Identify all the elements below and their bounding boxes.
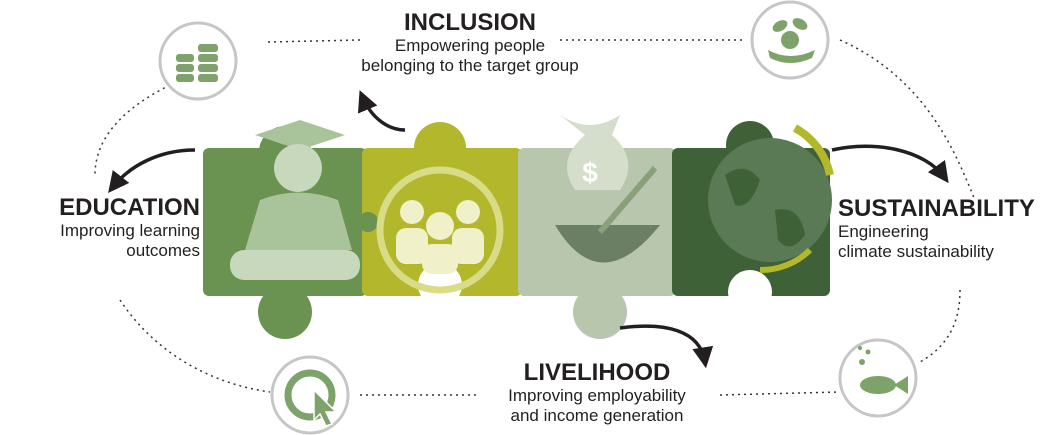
education-desc-line2: outcomes	[126, 241, 200, 261]
money-bag-bowl-icon: $	[555, 115, 660, 263]
education-desc-line1: Improving learning	[60, 221, 200, 241]
inclusion-desc-line2: belonging to the target group	[361, 56, 579, 76]
svg-text:$: $	[582, 157, 598, 188]
livelihood-label: LIVELIHOOD Improving employability and i…	[462, 359, 732, 426]
sustainability-desc-line1: Engineering	[838, 222, 929, 242]
dotted-cycle-path	[94, 39, 976, 396]
people-group-icon	[376, 166, 504, 294]
arrows	[108, 90, 949, 369]
recycle-cursor-icon	[270, 355, 350, 435]
livelihood-desc-line2: and income generation	[510, 406, 684, 426]
education-label: EDUCATION Improving learning outcomes	[8, 194, 200, 261]
education-title: EDUCATION	[59, 194, 200, 221]
livelihood-desc-line1: Improving employability	[508, 386, 686, 406]
hand-plant-icon	[750, 0, 830, 80]
inclusion-desc-line1: Empowering people	[394, 36, 546, 56]
puzzle-piece-sustainability	[672, 121, 834, 314]
sustainability-desc-line2: climate sustainability	[838, 242, 994, 262]
fish-icon	[838, 338, 918, 418]
livelihood-title: LIVELIHOOD	[523, 359, 671, 386]
inclusion-label: INCLUSION Empowering people belonging to…	[320, 9, 620, 76]
sustainability-title: SUSTAINABILITY	[838, 195, 1035, 222]
puzzle-piece-education	[203, 120, 367, 339]
globe-icon	[708, 124, 834, 274]
inclusion-title: INCLUSION	[404, 9, 536, 36]
puzzle-piece-livelihood: $	[518, 115, 676, 339]
sustainability-label: SUSTAINABILITY Engineering climate susta…	[838, 195, 1058, 262]
graduate-icon	[230, 120, 360, 280]
puzzle-piece-inclusion	[358, 122, 522, 307]
coin-stack-icon	[158, 21, 238, 101]
